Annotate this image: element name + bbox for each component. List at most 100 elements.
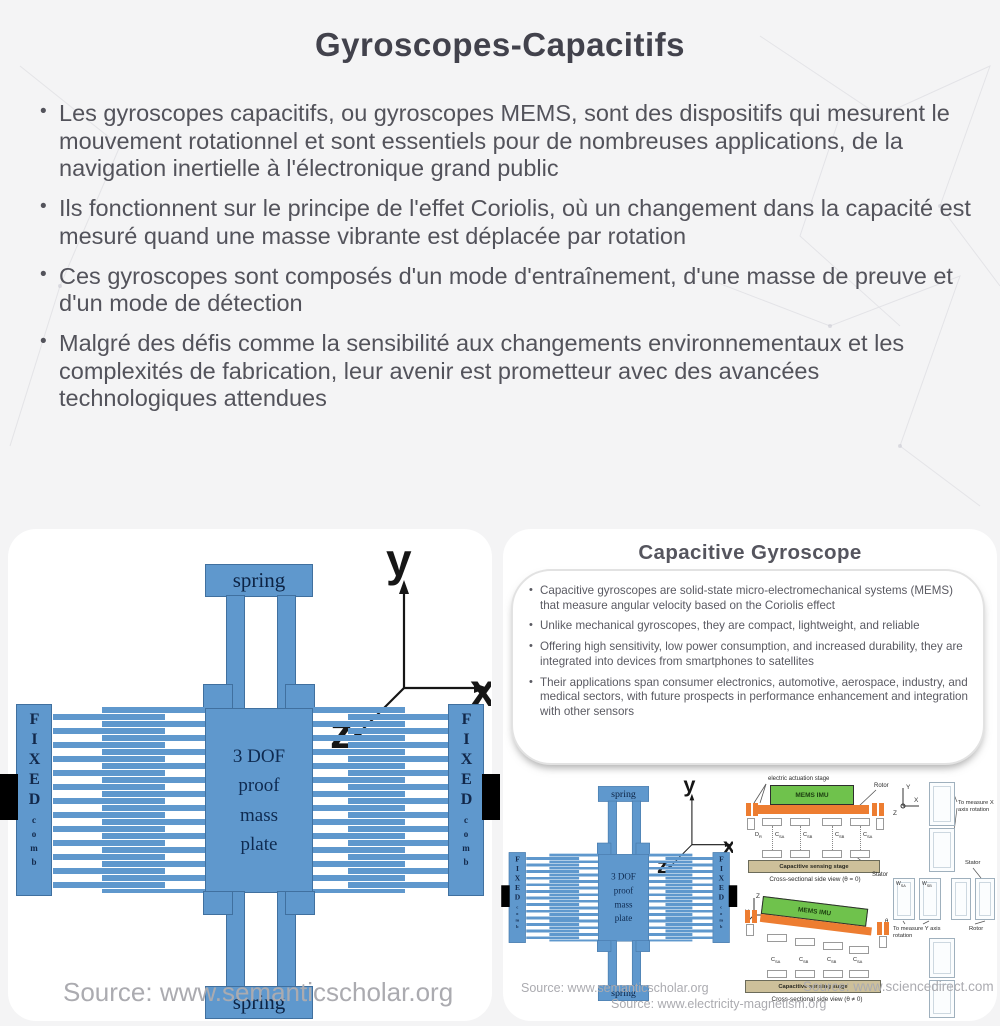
electrode-post	[872, 803, 877, 816]
electrode-post	[879, 803, 884, 816]
side-post	[879, 936, 887, 948]
side-post	[876, 818, 884, 830]
upper-electrode	[823, 942, 843, 950]
axis-y-label: y	[683, 773, 695, 797]
comb-fingers-left	[53, 707, 205, 893]
right-panel-title: Capacitive Gyroscope	[638, 541, 862, 564]
bullet-item: Offering high sensitivity, low power con…	[529, 640, 969, 669]
fixed-comb-left: FIXED comb	[16, 704, 52, 896]
spring-anchor	[203, 891, 233, 915]
width-label: WSB	[922, 881, 932, 888]
mems-gyroscope-diagram: y x z spring 3 DOF proof mass plate FIXE…	[501, 772, 738, 1002]
anchor-block	[728, 885, 738, 907]
capacitor-label: CSB	[835, 832, 845, 840]
spring-anchor	[203, 684, 233, 710]
capacitor-label: CSA	[771, 957, 781, 965]
left-figure-card: y x z spring 3 DOF proof mass plate FIXE…	[0, 529, 500, 1021]
electrode-plate	[951, 878, 971, 920]
axis-y-label: y	[386, 536, 412, 586]
sensing-stage-bar: Capacitive sensing stage	[748, 860, 880, 873]
electrode-post	[745, 910, 750, 923]
spring-anchor	[635, 940, 650, 952]
svg-text:Z: Z	[893, 810, 897, 816]
bullet-item: Les gyroscopes capacitifs, ou gyroscopes…	[38, 100, 973, 183]
fixed-comb-right: FIXED comb	[448, 704, 484, 896]
electrode-plan-view: Y X Z To measure X axis rotation Stator …	[893, 774, 997, 1020]
bullet-item: Unlike mechanical gyroscopes, they are c…	[529, 619, 969, 634]
capacitor-label: DR	[755, 832, 762, 840]
bullet-item: Ces gyroscopes sont composés d'un mode d…	[38, 263, 973, 318]
right-panel-bullet-box: Capacitive gyroscopes are solid-state mi…	[511, 569, 985, 765]
side-post	[746, 924, 754, 936]
bullet-item: Their applications span consumer electro…	[529, 676, 969, 720]
spring-top: spring	[597, 786, 649, 802]
rotor-electrode-bar	[755, 805, 869, 814]
anchor-block	[501, 885, 510, 907]
electrode-post	[753, 803, 758, 816]
lower-electrode	[762, 850, 782, 858]
proof-mass-plate: 3 DOF proof mass plate	[205, 708, 313, 893]
stator-label: Stator	[872, 872, 889, 878]
bullet-item: Capacitive gyroscopes are solid-state mi…	[529, 584, 969, 613]
lower-electrode	[849, 970, 869, 978]
electrode-post	[746, 803, 751, 816]
sensing-stage-bar: Capacitive sensing stage	[745, 980, 881, 993]
comb-fingers-left	[526, 853, 598, 942]
side-post	[747, 818, 755, 830]
svg-text:Z: Z	[756, 893, 760, 900]
upper-electrode	[790, 818, 810, 826]
page-title: Gyroscopes-Capacitifs	[315, 26, 685, 63]
upper-electrode	[767, 934, 787, 942]
electrode-plate	[929, 828, 955, 872]
electrode-plate	[975, 878, 995, 920]
spring-top: spring	[205, 564, 313, 597]
source-watermark: Source: www.electricity-magnetism.org	[611, 997, 827, 1011]
cross-section-tilted: Z X Y MEMS IMU θ CSA CSB CSB CSA Capacit…	[743, 886, 895, 1016]
measure-y-label: To measure Y axis rotation	[893, 926, 941, 939]
source-watermark: Source: www.sciencedirect.com	[803, 979, 994, 994]
width-label: WSA	[896, 881, 906, 888]
rotor-label: Rotor	[969, 926, 984, 932]
svg-text:Y: Y	[906, 784, 911, 791]
fixed-comb-left: FIXED comb	[508, 852, 526, 943]
electrode-plate	[929, 938, 955, 978]
right-bullet-list: Capacitive gyroscopes are solid-state mi…	[529, 584, 969, 720]
upper-electrode	[795, 938, 815, 946]
rotor-label: Rotor	[874, 783, 889, 789]
right-figure-card: Capacitive Gyroscope Capacitive gyroscop…	[501, 529, 997, 1021]
source-watermark: Source: www.semanticscholar.org	[521, 981, 709, 995]
mems-gyroscope-diagram: y x z spring 3 DOF proof mass plate FIXE…	[0, 534, 500, 1021]
electrode-plate: WSA	[893, 878, 915, 920]
measure-x-label: To measure X axis rotation	[958, 800, 994, 813]
upper-electrode	[822, 818, 842, 826]
electrode-post	[752, 910, 757, 923]
electrode-plate	[929, 782, 955, 826]
capacitor-label: CSA	[775, 832, 785, 840]
bullet-item: Ils fonctionnent sur le principe de l'ef…	[38, 195, 973, 250]
lower-electrode	[850, 850, 870, 858]
electrode-post	[877, 922, 882, 935]
upper-electrode	[849, 946, 869, 954]
cross-section-caption: Cross-sectional side view (θ = 0)	[769, 876, 861, 883]
spring-anchor	[597, 940, 612, 952]
svg-text:X: X	[914, 797, 919, 804]
electrode-post	[884, 922, 889, 935]
anchor-block	[482, 774, 500, 820]
comb-fingers-right	[648, 853, 713, 942]
anchor-block	[0, 774, 18, 820]
yxz-axes-icon: Y X Z	[893, 784, 919, 816]
spring-anchor	[285, 684, 315, 710]
upper-electrode	[850, 818, 870, 826]
actuation-stage-label: electric actuation stage	[768, 776, 830, 782]
capacitor-gap	[860, 826, 861, 850]
lower-electrode	[790, 850, 810, 858]
capacitor-gap	[832, 826, 833, 850]
capacitor-label: CSB	[803, 832, 813, 840]
lower-electrode	[767, 970, 787, 978]
capacitor-gap	[772, 826, 773, 850]
stator-label: Stator	[965, 860, 981, 866]
axis-x-label: x	[470, 664, 491, 716]
cross-section-flat: electric actuation stage Rotor MEMS IMU …	[746, 776, 892, 886]
fixed-comb-right: FIXED comb	[712, 852, 730, 943]
lower-electrode	[822, 850, 842, 858]
